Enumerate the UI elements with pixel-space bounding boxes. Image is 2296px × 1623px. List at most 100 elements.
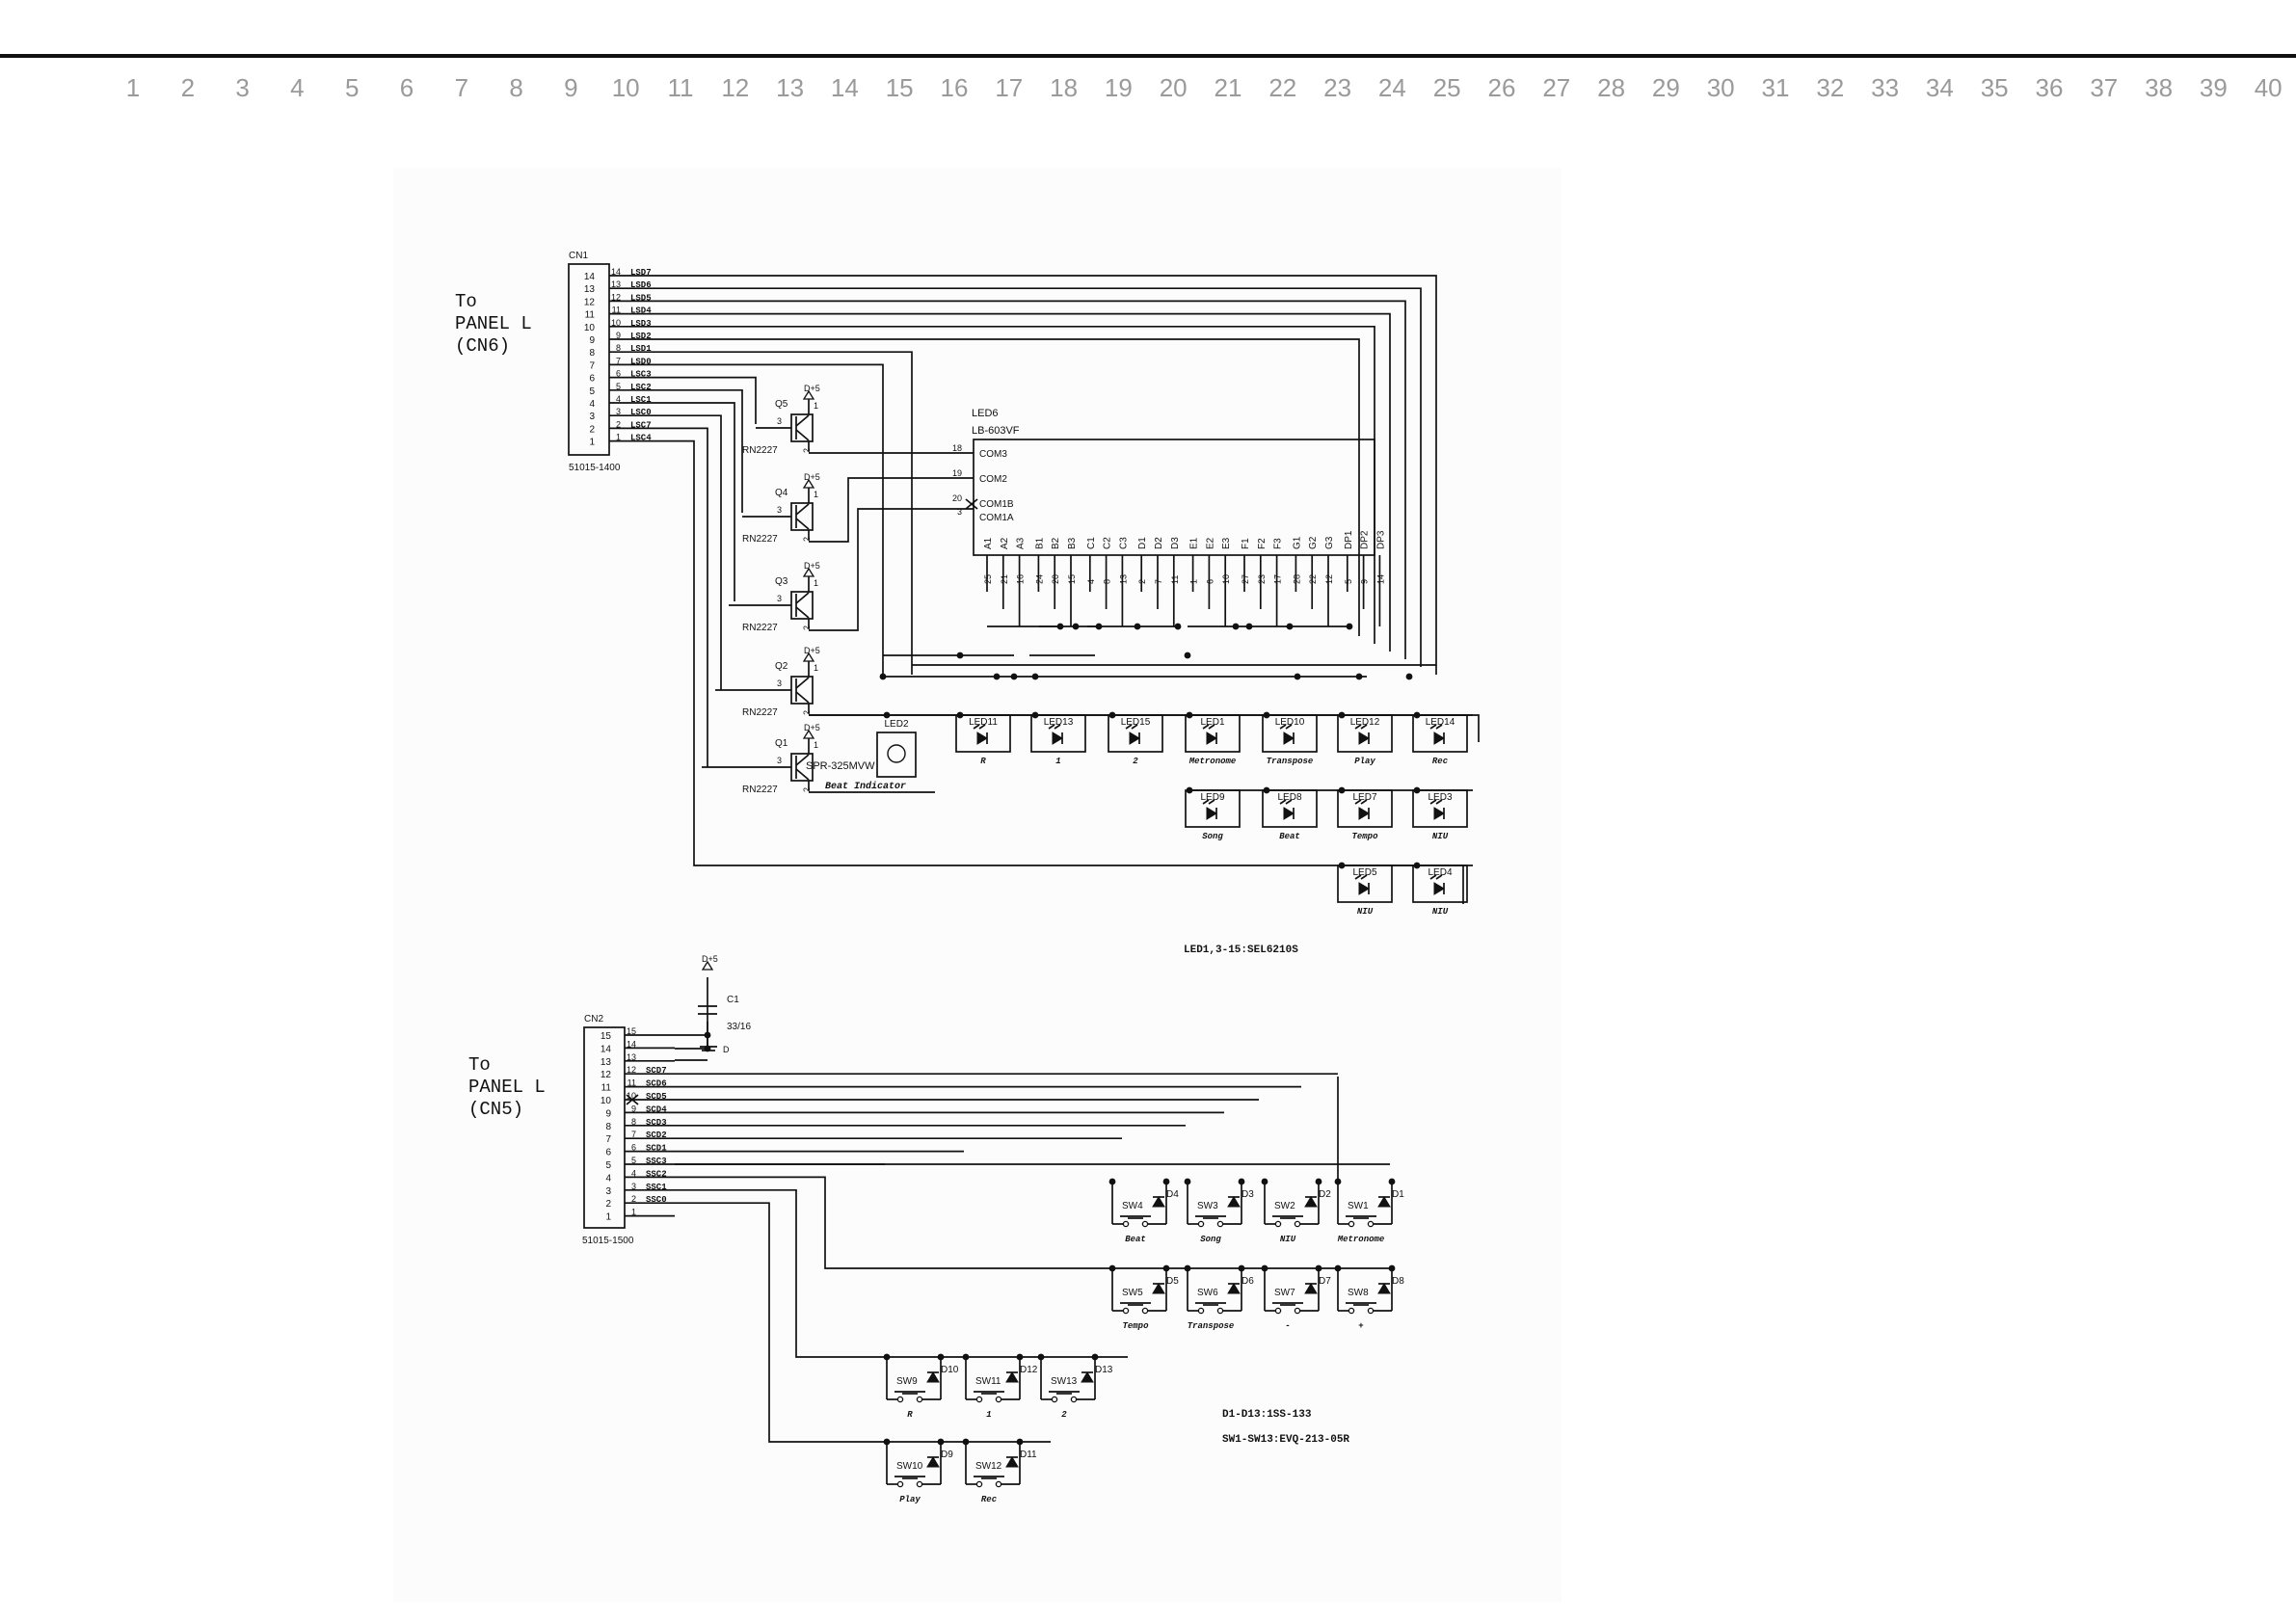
display-segment-pin: 10 <box>1221 574 1231 584</box>
ruler-number: 23 <box>1323 73 1352 102</box>
cn2-pin-number: 10 <box>601 1096 612 1106</box>
wire <box>663 402 735 601</box>
junction-dot <box>1338 862 1346 869</box>
ruler-number: 14 <box>830 73 859 102</box>
display-segment-pin: 24 <box>1034 574 1044 584</box>
switch-label: Tempo <box>1122 1321 1149 1331</box>
junction-dot <box>1294 673 1301 680</box>
led-light-arrow <box>1048 724 1055 730</box>
led-label: Beat Indicator <box>825 781 906 792</box>
transistor-base-pin: 3 <box>777 594 782 603</box>
cn2-body <box>583 1026 626 1229</box>
display-segment-pin: 21 <box>1000 574 1009 584</box>
switch-contact <box>916 1396 923 1403</box>
cn2-pin-number: 9 <box>605 1108 611 1119</box>
led-icon <box>1433 807 1445 820</box>
transistor-q3 <box>790 591 814 620</box>
cn1-signal-name: LSC7 <box>630 420 652 430</box>
switch-label: Transpose <box>1188 1321 1235 1331</box>
cn2-signal-name: SCD1 <box>646 1144 667 1154</box>
beat-indicator-body <box>876 732 917 778</box>
junction-dot <box>1186 786 1193 794</box>
led-light-arrow <box>1208 724 1215 730</box>
ruler-number: 32 <box>1816 73 1845 102</box>
transistor-ref: Q4 <box>775 488 788 498</box>
diode-icon <box>926 1456 940 1468</box>
transistor-emitter-pin: 1 <box>814 740 818 750</box>
cn1-pin-number: 7 <box>589 360 595 371</box>
cn1-pin-number: 2 <box>616 419 621 429</box>
led-light-arrow <box>1435 874 1443 880</box>
led-icon <box>1358 807 1370 820</box>
wire <box>675 1176 1390 1269</box>
ruler-number: 26 <box>1487 73 1516 102</box>
cn1-pin-number: 4 <box>616 394 621 404</box>
cn2-pin-number: 7 <box>631 1130 636 1139</box>
cn1-signal-name: LSD0 <box>630 357 652 366</box>
switch-contact <box>916 1480 923 1488</box>
cn2-signal-name: SCD3 <box>646 1118 667 1128</box>
transistor-collector-pin: 2 <box>802 448 812 453</box>
cn1-pin-number: 11 <box>585 310 596 321</box>
cn2-pin-number: 14 <box>627 1039 636 1049</box>
diode-ref: D11 <box>1020 1450 1037 1460</box>
junction-dot <box>1037 1353 1045 1361</box>
cn1-signal-name: LSD7 <box>630 268 652 278</box>
cn2-signal-name: SCD6 <box>646 1079 667 1089</box>
transistor-part: RN2227 <box>742 785 778 795</box>
diode-part-note: D1-D13:1SS-133 <box>1222 1409 1312 1421</box>
led-light-arrow <box>1054 724 1061 730</box>
junction-dot <box>1413 711 1421 719</box>
switch-contact <box>975 1480 983 1488</box>
ruler-number: 11 <box>667 73 694 102</box>
switch-contact <box>1274 1307 1282 1315</box>
switch-contact <box>896 1480 904 1488</box>
led-icon <box>1129 732 1140 745</box>
ground-label: D <box>723 1045 730 1054</box>
cn1-pin-number: 6 <box>589 374 595 385</box>
ruler-number: 40 <box>2254 73 2283 102</box>
led-ref: LED4 <box>1428 867 1452 878</box>
diode-icon <box>1005 1371 1019 1383</box>
transistor-ref: Q2 <box>775 661 788 672</box>
wire <box>663 287 1422 667</box>
junction-dot <box>1162 1178 1170 1185</box>
display-segment-pin: 27 <box>1241 574 1250 584</box>
cn2-pin-number: 15 <box>627 1026 636 1036</box>
display-segment-pin: 22 <box>1308 574 1318 584</box>
supply-label: D+5 <box>804 472 820 482</box>
led-light-arrow <box>1202 799 1210 805</box>
junction-dot <box>1334 1178 1342 1185</box>
ruler-number: 3 <box>235 73 250 102</box>
led-ref: LED1 <box>1200 717 1224 728</box>
ruler-number: 15 <box>885 73 914 102</box>
wire <box>675 977 708 1050</box>
transistor-collector-pin: 2 <box>802 710 812 715</box>
junction-dot <box>1388 1264 1396 1272</box>
display-segment-pin: 23 <box>1257 574 1267 584</box>
display-segment-pin: 13 <box>1118 574 1128 584</box>
switch-contact <box>896 1396 904 1403</box>
cn2-pin-number: 9 <box>631 1104 636 1113</box>
cn2-pin-number: 5 <box>631 1156 636 1165</box>
display-segment-name: E3 <box>1221 537 1232 549</box>
display-segment-pin: 16 <box>1016 574 1026 584</box>
supply-arrow <box>802 567 815 577</box>
led-light-arrow <box>1279 724 1287 730</box>
cn2-signal-name: SSC1 <box>646 1183 667 1192</box>
display-segment-name: E1 <box>1189 537 1200 549</box>
cn2-pin-number: 10 <box>627 1091 636 1101</box>
switch-label: R <box>907 1410 913 1420</box>
cn1-pin-number: 13 <box>584 284 596 295</box>
transistor-q5 <box>790 413 814 442</box>
ruler-number: 18 <box>1050 73 1079 102</box>
led-label: Beat <box>1279 832 1300 841</box>
ruler-number: 2 <box>180 73 196 102</box>
display-segment-pin: 14 <box>1375 574 1385 584</box>
ruler-number: 7 <box>454 73 469 102</box>
led-label: NIU <box>1357 907 1374 917</box>
cn2-pin-number: 6 <box>631 1143 636 1153</box>
display-common-pin: 19 <box>952 468 962 478</box>
cn2-pin-number: 8 <box>605 1122 611 1132</box>
supply-label: D+5 <box>804 384 820 393</box>
